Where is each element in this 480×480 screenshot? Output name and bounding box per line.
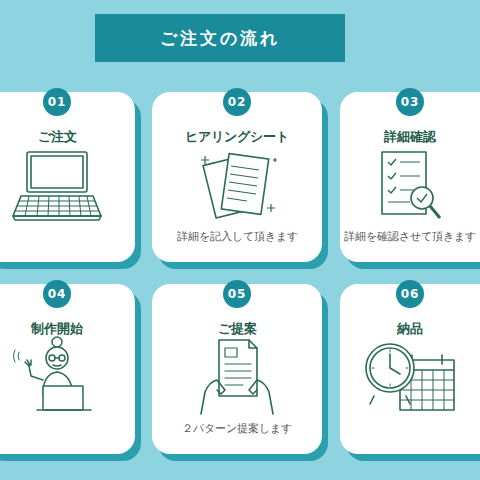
step-number: 03 bbox=[396, 88, 424, 116]
step-card: 01ご注文 bbox=[0, 92, 135, 262]
step-number: 02 bbox=[223, 88, 251, 116]
step-heading: ヒアリングシート bbox=[162, 128, 312, 146]
step-number: 05 bbox=[223, 280, 251, 308]
laptop-illustration bbox=[7, 146, 107, 226]
step-description: 詳細を確認させて頂きます bbox=[335, 229, 480, 244]
step-number: 06 bbox=[396, 280, 424, 308]
title-banner: ご注文の流れ bbox=[95, 14, 345, 62]
step-number: 04 bbox=[43, 280, 71, 308]
step-card: 04制作開始 bbox=[0, 284, 135, 454]
step-heading: ご注文 bbox=[0, 128, 132, 146]
worker-illustration bbox=[7, 336, 107, 416]
step-description: 詳細を記入して頂きます bbox=[162, 229, 312, 244]
step-card: 03詳細確認詳細を確認させて頂きます bbox=[340, 92, 480, 262]
proposal-illustration bbox=[187, 336, 287, 416]
step-card: 02ヒアリングシート詳細を記入して頂きます bbox=[152, 92, 322, 262]
step-number: 01 bbox=[43, 88, 71, 116]
papers-illustration bbox=[187, 146, 287, 226]
step-description: ２パターン提案します bbox=[162, 421, 312, 436]
step-heading: 詳細確認 bbox=[335, 128, 480, 146]
title-text: ご注文の流れ bbox=[160, 27, 280, 50]
checklist-illustration bbox=[360, 146, 460, 226]
step-card: 05ご提案２パターン提案します bbox=[152, 284, 322, 454]
step-heading: 納品 bbox=[335, 320, 480, 338]
step-card: 06納品 bbox=[340, 284, 480, 454]
step-heading: ご提案 bbox=[162, 320, 312, 338]
step-heading: 制作開始 bbox=[0, 320, 132, 338]
clock-calendar-illustration bbox=[360, 336, 460, 416]
